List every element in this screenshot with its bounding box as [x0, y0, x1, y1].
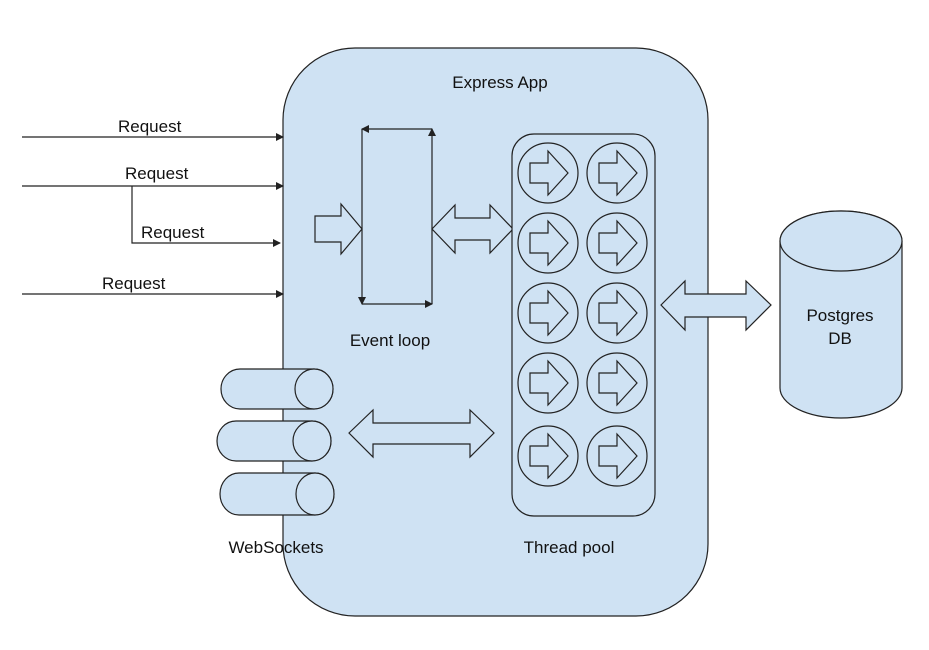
thread-arrow-icon — [598, 219, 638, 267]
thread-arrow-icon — [529, 219, 569, 267]
thread-arrow-icon — [598, 359, 638, 407]
websockets-label: WebSockets — [228, 538, 323, 557]
event-loop-input-arrow — [314, 202, 363, 256]
request-label-4: Request — [102, 274, 166, 293]
thread-worker — [586, 425, 648, 487]
request-label-2: Request — [125, 164, 189, 183]
postgres-db-cylinder — [779, 210, 903, 419]
thread-worker — [517, 425, 579, 487]
websockets-cylinders — [216, 368, 335, 516]
thread-worker — [517, 212, 579, 274]
express-app-title: Express App — [452, 73, 547, 92]
thread-arrow-icon — [529, 359, 569, 407]
event-loop-label: Event loop — [350, 331, 430, 350]
thread-worker — [517, 142, 579, 204]
websockets-threadpool-double-arrow — [348, 408, 495, 459]
websocket-cylinder — [219, 472, 335, 516]
thread-arrow-icon — [598, 432, 638, 480]
request-arrow-3 — [131, 186, 281, 247]
threadpool-db-double-arrow — [660, 279, 772, 332]
thread-worker — [586, 142, 648, 204]
websocket-cylinder — [216, 420, 332, 462]
request-label-3: Request — [141, 223, 205, 242]
thread-pool-label: Thread pool — [524, 538, 615, 557]
db-label-line-1: Postgres — [806, 306, 873, 325]
thread-arrow-icon — [598, 289, 638, 337]
db-label-line-2: DB — [828, 329, 852, 348]
thread-worker — [517, 352, 579, 414]
thread-worker — [586, 282, 648, 344]
thread-worker — [517, 282, 579, 344]
thread-pool-grid — [517, 142, 648, 487]
thread-arrow-icon — [529, 432, 569, 480]
thread-arrow-icon — [598, 149, 638, 197]
thread-worker — [586, 212, 648, 274]
websocket-cylinder — [220, 368, 334, 410]
thread-arrow-icon — [529, 149, 569, 197]
thread-worker — [586, 352, 648, 414]
request-label-1: Request — [118, 117, 182, 136]
event-loop — [358, 125, 436, 308]
incoming-requests — [22, 133, 284, 298]
thread-arrow-icon — [529, 289, 569, 337]
